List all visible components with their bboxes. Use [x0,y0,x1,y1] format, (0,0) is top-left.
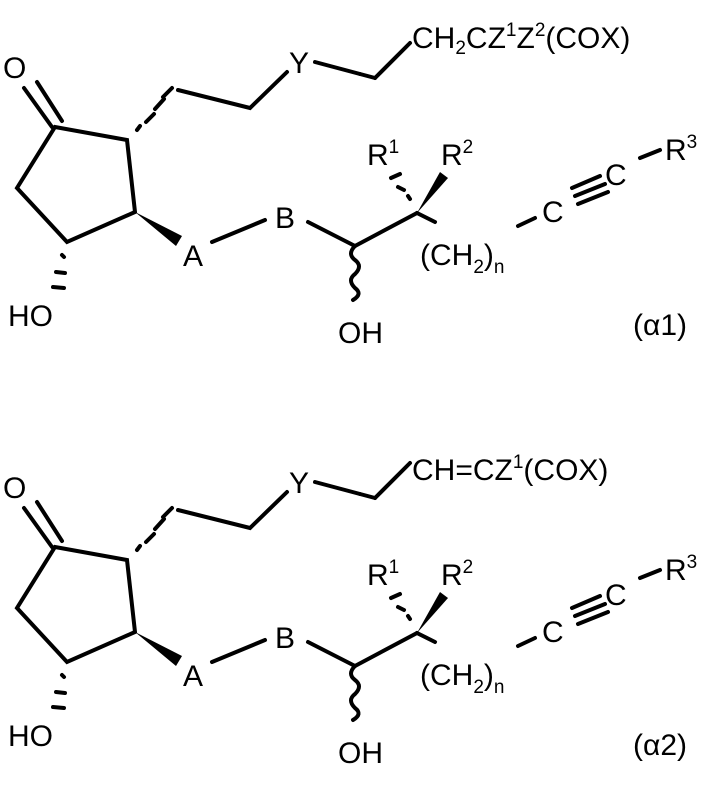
atom-a: A [183,660,203,693]
atom-oxygen: O [3,472,26,505]
atom-b: B [275,202,295,235]
atom-hydroxyl-chain: OH [338,737,383,770]
atom-r2: R2 [441,137,473,172]
structure-label: (α1) [633,309,687,342]
structure-label: (α2) [633,729,687,762]
atom-hydroxyl-chain: OH [338,317,383,350]
side-chain-formula: CH2CZ1Z2(COX) [412,20,630,59]
methylene-n: (CH2)n [420,659,504,698]
atom-a: A [183,240,203,273]
atom-oxygen: O [3,52,26,85]
methylene-n: (CH2)n [420,239,504,278]
atom-r1: R1 [367,137,399,172]
atom-y: Y [289,467,309,500]
atom-b: B [275,622,295,655]
atom-r1: R1 [367,557,399,592]
atom-y: Y [289,47,309,80]
structure-alpha2: O HO Y A B OH R1 R2 (CH2)n C C R3 CH=CZ1… [3,452,697,770]
atom-r3: R3 [665,552,697,587]
atom-alkyne-c2: C [605,159,627,192]
side-chain-formula: CH=CZ1(COX) [412,452,608,487]
atom-alkyne-c1: C [542,616,564,649]
atom-hydroxyl-ring: HO [8,300,53,333]
atom-r3: R3 [665,132,697,167]
atom-hydroxyl-ring: HO [8,720,53,753]
atom-r2: R2 [441,557,473,592]
atom-alkyne-c1: C [542,196,564,229]
structure-alpha1: O HO Y A B OH R1 R2 (CH2)n C C R3 CH2CZ1… [3,20,697,350]
atom-alkyne-c2: C [605,579,627,612]
